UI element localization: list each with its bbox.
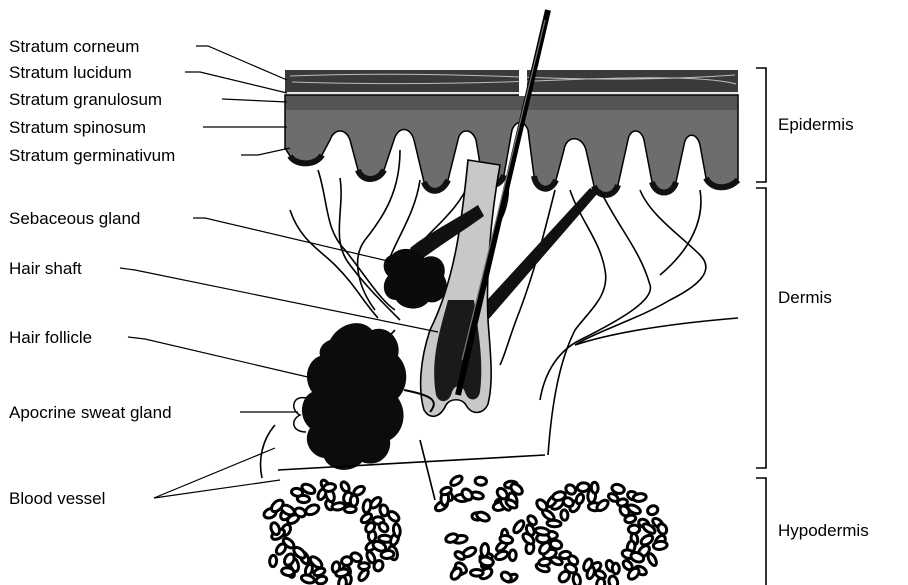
fat-cell <box>449 474 464 487</box>
nerve-fiber <box>540 190 650 400</box>
fat-cell <box>547 520 561 527</box>
fat-cell <box>381 550 395 559</box>
fat-cell <box>500 570 514 583</box>
label-epidermis: Epidermis <box>778 115 854 134</box>
label-stratum-corneum: Stratum corneum <box>9 37 139 56</box>
blood-vessel-line <box>420 440 435 500</box>
fat-cell <box>352 485 366 497</box>
sweat-gland-coil <box>302 323 406 470</box>
fat-cell <box>572 573 581 585</box>
fat-cell <box>591 482 599 493</box>
fat-cell <box>577 482 590 492</box>
leader-stratum-granulosum <box>222 99 287 102</box>
fat-cell <box>608 575 619 585</box>
fat-cell <box>377 521 389 534</box>
label-stratum-spinosum: Stratum spinosum <box>9 118 146 137</box>
arrector-pili-muscle <box>478 188 598 320</box>
fat-cell <box>538 558 551 567</box>
nerve-fiber <box>660 190 701 275</box>
fat-cell <box>481 543 489 556</box>
label-hair-shaft: Hair shaft <box>9 259 82 278</box>
fat-cell <box>653 541 668 550</box>
stratum-corneum-band <box>285 70 738 92</box>
fat-cell <box>357 568 370 582</box>
fat-cell <box>269 522 281 536</box>
fat-cell <box>304 503 320 517</box>
fat-cell <box>359 563 370 570</box>
fat-cell <box>387 510 401 523</box>
fat-cell <box>628 525 640 534</box>
fat-cell <box>617 498 628 507</box>
epidermis-bracket <box>756 68 766 182</box>
fat-cell <box>557 569 571 584</box>
fat-cell <box>595 498 610 512</box>
stratum-granulosum-band <box>286 96 737 110</box>
fat-cell <box>646 552 658 566</box>
blood-vessel-line <box>278 455 545 470</box>
fat-cell <box>656 522 668 535</box>
fat-cell <box>479 556 494 567</box>
fat-cell <box>274 542 287 556</box>
fat-cell <box>575 493 585 505</box>
label-apocrine-sweat-gland: Apocrine sweat gland <box>9 403 172 422</box>
leader-hair-follicle <box>128 337 312 378</box>
nerve-fiber <box>575 190 706 345</box>
label-hair-follicle: Hair follicle <box>9 328 92 347</box>
fat-cell <box>393 523 401 537</box>
label-dermis: Dermis <box>778 288 832 307</box>
fat-cell <box>509 550 516 561</box>
fat-cell <box>338 576 347 585</box>
fat-cell <box>315 575 327 585</box>
fat-cell <box>339 481 350 494</box>
hypodermis-fat-cells <box>263 474 669 585</box>
label-stratum-granulosum: Stratum granulosum <box>9 90 162 109</box>
fat-cell <box>560 510 568 521</box>
fat-cell <box>341 556 352 565</box>
fat-cell <box>350 495 358 506</box>
fat-cell <box>535 527 550 536</box>
fat-cell <box>596 578 605 585</box>
nerve-fiber <box>575 318 738 345</box>
label-blood-vessel: Blood vessel <box>9 489 105 508</box>
label-hypodermis: Hypodermis <box>778 521 869 540</box>
leader-blood-vessel-1 <box>154 448 275 498</box>
apocrine-sweat-gland <box>294 323 434 470</box>
fat-cell <box>633 493 647 502</box>
fat-cell <box>470 569 483 576</box>
label-stratum-lucidum: Stratum lucidum <box>9 63 132 82</box>
fat-cell <box>646 504 659 516</box>
leader-sebaceous-gland <box>193 218 392 262</box>
nerve-fiber <box>290 210 378 318</box>
fat-cell <box>475 477 487 486</box>
dermis-bracket <box>756 188 766 468</box>
fat-cell <box>499 534 513 544</box>
leader-stratum-lucidum <box>185 72 287 93</box>
leader-blood-vessel-2 <box>154 480 280 498</box>
fat-cell <box>323 483 336 493</box>
fat-cell <box>512 519 526 534</box>
fat-cell <box>281 567 294 576</box>
sebaceous-lobule <box>384 249 447 309</box>
fat-cell <box>269 555 277 567</box>
fat-cell <box>612 563 619 574</box>
fat-cell <box>624 514 636 524</box>
fat-cell <box>449 566 463 581</box>
hypodermis-bracket <box>756 478 766 585</box>
label-sebaceous-gland: Sebaceous gland <box>9 209 140 228</box>
label-stratum-germinativum: Stratum germinativum <box>9 146 175 165</box>
leader-stratum-germinativum <box>241 148 290 155</box>
